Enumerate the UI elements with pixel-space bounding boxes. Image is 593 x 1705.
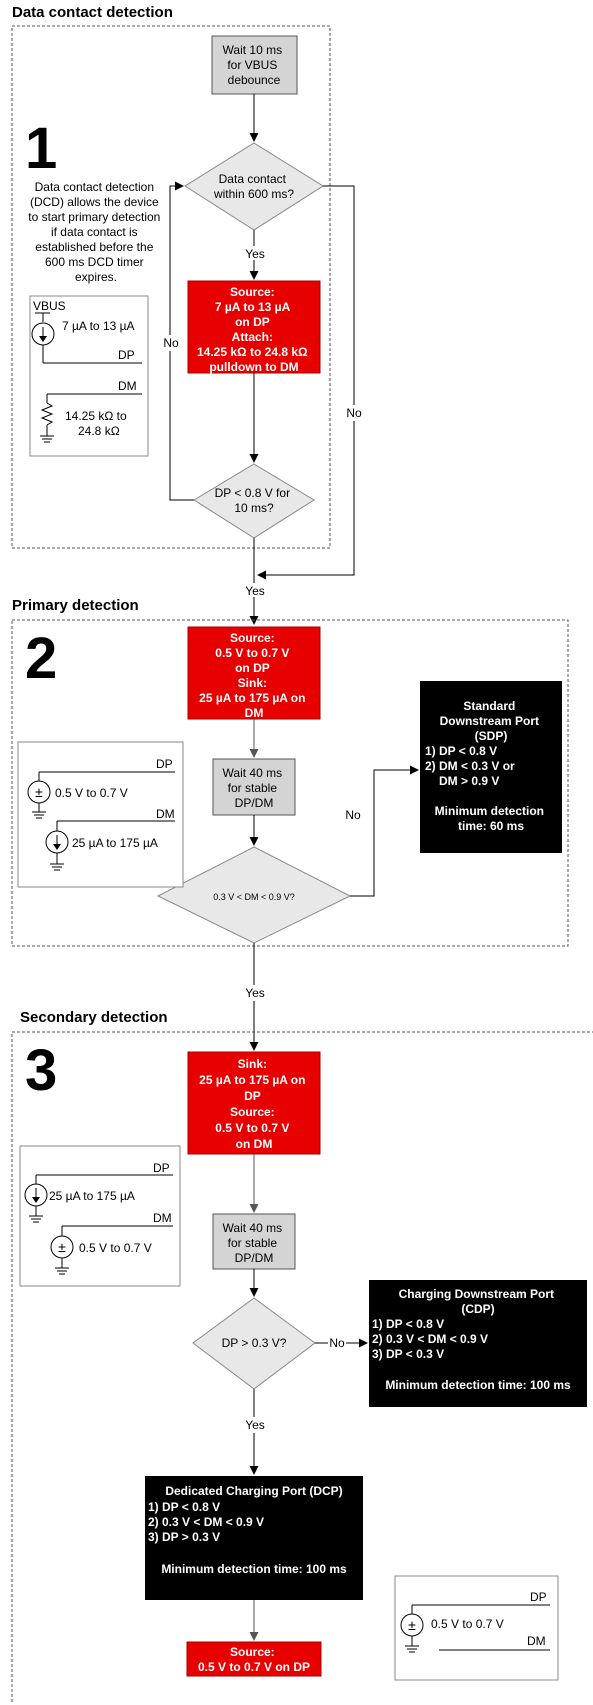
label-no: No xyxy=(346,406,362,420)
svg-text:7 µA to 13 µA: 7 µA to 13 µA xyxy=(62,319,135,333)
dcd-description: Data contact detection (DCD) allows the … xyxy=(28,180,163,284)
svg-text:Wait 40 ms for stable: Wait 40 ms for stable DP/DM xyxy=(223,766,286,810)
box-secondary-sink-source: Sink: 25 µA to 175 µA on DP Source: 0.5 … xyxy=(187,1051,321,1155)
label-no: No xyxy=(329,1336,345,1350)
section-number-2: 2 xyxy=(25,626,57,691)
box-cdp: Charging Downstream Port (CDP) 1) DP < 0… xyxy=(369,1280,587,1407)
svg-text:Dedicated Charging Port (DCP): Dedicated Charging Port (DCP) xyxy=(165,1484,342,1498)
section-title-dcd: Data contact detection xyxy=(12,4,173,21)
section-number-3: 3 xyxy=(25,1038,57,1103)
svg-text:VBUS: VBUS xyxy=(33,299,66,313)
box-dcd-source-attach: Source: 7 µA to 13 µA on DP Attach: 14.2… xyxy=(187,280,321,374)
box-dcp: Dedicated Charging Port (DCP) 1) DP < 0.… xyxy=(145,1476,363,1600)
label-yes: Yes xyxy=(245,247,265,261)
box-wait-vbus-debounce: Wait 10 ms for VBUS debounce xyxy=(211,35,298,95)
decision-data-contact: Data contact within 600 ms? xyxy=(184,142,324,231)
svg-text:0.3 V < DM < 0.9 V?: 0.3 V < DM < 0.9 V? xyxy=(213,892,295,902)
svg-text:DM: DM xyxy=(153,1211,172,1225)
svg-text:Standard Downstream Port: Standard Downstream Port (SDP) xyxy=(440,699,543,743)
svg-text:0.5 V to 0.7 V: 0.5 V to 0.7 V xyxy=(79,1241,152,1255)
svg-text:DP > 0.3 V?: DP > 0.3 V? xyxy=(222,1336,287,1350)
box-wait-stable-b: Wait 40 ms for stable DP/DM xyxy=(212,1213,296,1270)
label-yes: Yes xyxy=(245,584,265,598)
arrow-no-bypass xyxy=(257,185,355,580)
section-frame-secondary xyxy=(11,1031,593,1702)
box-final-source: Source: 0.5 V to 0.7 V on DP xyxy=(186,1641,322,1677)
label-yes: Yes xyxy=(245,1418,265,1432)
decision-dp-above-0-3: DP > 0.3 V? xyxy=(192,1297,316,1390)
section-number-1: 1 xyxy=(25,116,57,181)
svg-text:DM: DM xyxy=(156,807,175,821)
svg-text:Minimum detection time: 100 ms: Minimum detection time: 100 ms xyxy=(385,1378,571,1392)
svg-text:Source: 0.5 V to 0.7 V: Source: 0.5 V to 0.7 V on DP Sink: 25 µA… xyxy=(199,631,309,720)
svg-text:DP: DP xyxy=(156,757,173,771)
svg-text:DM: DM xyxy=(527,1634,546,1648)
svg-text:25 µA to 175 µA: 25 µA to 175 µA xyxy=(49,1189,135,1203)
circuit-secondary: DP 25 µA to 175 µA DM ± 0.5 V to 0.7 V xyxy=(19,1145,181,1287)
circuit-dcd: VBUS 7 µA to 13 µA DP DM 14.25 kΩ to 24.… xyxy=(29,295,149,457)
label-yes: Yes xyxy=(245,986,265,1000)
svg-text:Minimum detection time:: Minimum detection time: 60 ms xyxy=(435,804,548,833)
svg-text:DM: DM xyxy=(118,379,137,393)
svg-text:DP: DP xyxy=(530,1590,547,1604)
svg-text:25 µA to 175 µA: 25 µA to 175 µA xyxy=(72,836,158,850)
box-sdp: Standard Downstream Port (SDP) 1) DP < 0… xyxy=(420,681,562,853)
svg-text:1) DP < 0.8 V 2) DM < 0.: 1) DP < 0.8 V 2) DM < 0.3 V or DM > 0.9 … xyxy=(425,744,518,788)
svg-text:Wait 10 ms for VBUS: Wait 10 ms for VBUS debounce xyxy=(223,43,286,87)
label-no: No xyxy=(345,808,361,822)
section-title-secondary: Secondary detection xyxy=(20,1009,168,1026)
svg-text:1) DP < 0.8 V 2) 0.3 V <: 1) DP < 0.8 V 2) 0.3 V < DM < 0.9 V 3) D… xyxy=(372,1317,491,1361)
decision-dm-range: 0.3 V < DM < 0.9 V? xyxy=(156,846,352,944)
svg-text:Source: 7 µA to 13 µA: Source: 7 µA to 13 µA on DP Attach: 14.2… xyxy=(197,285,311,374)
svg-text:±: ± xyxy=(35,784,43,800)
box-wait-stable-a: Wait 40 ms for stable DP/DM xyxy=(212,758,296,816)
label-no: No xyxy=(163,336,179,350)
decision-dp-below-0-8: DP < 0.8 V for 10 ms? xyxy=(193,463,315,539)
svg-text:24.8 kΩ: 24.8 kΩ xyxy=(78,424,120,438)
svg-text:Sink: 25 µA to 175 µA on: Sink: 25 µA to 175 µA on DP Source: 0.5 … xyxy=(199,1057,309,1151)
svg-text:0.5 V to 0.7 V: 0.5 V to 0.7 V xyxy=(431,1617,504,1631)
svg-text:Source: 0.5 V to 0.7 V o: Source: 0.5 V to 0.7 V on DP xyxy=(198,1645,310,1674)
svg-text:DP: DP xyxy=(118,348,135,362)
circuit-final: DP ± 0.5 V to 0.7 V DM xyxy=(394,1575,559,1681)
svg-text:0.5 V to 0.7 V: 0.5 V to 0.7 V xyxy=(55,786,128,800)
arrow-no-sdp xyxy=(350,765,419,897)
svg-text:DP < 0.8 V for 10 ms?: DP < 0.8 V for 10 ms? xyxy=(215,486,294,515)
box-primary-source-sink: Source: 0.5 V to 0.7 V on DP Sink: 25 µA… xyxy=(187,626,321,720)
svg-text:Minimum detection time: 100 ms: Minimum detection time: 100 ms xyxy=(161,1562,347,1576)
svg-text:±: ± xyxy=(408,1617,416,1633)
svg-text:14.25 kΩ to: 14.25 kΩ to xyxy=(65,409,127,423)
svg-text:Charging Downstream Port: Charging Downstream Port (CDP) xyxy=(399,1287,558,1316)
circuit-primary: DP ± 0.5 V to 0.7 V DM 25 µA to 175 µA xyxy=(17,741,184,888)
section-title-primary: Primary detection xyxy=(12,597,139,614)
svg-text:Data contact within 600: Data contact within 600 ms? xyxy=(213,172,294,201)
section-frame-primary xyxy=(11,619,569,947)
svg-text:DP: DP xyxy=(153,1161,170,1175)
svg-text:Wait 40 ms for stable: Wait 40 ms for stable DP/DM xyxy=(223,1221,286,1265)
svg-text:±: ± xyxy=(58,1239,66,1255)
svg-text:1) DP < 0.8 V 2) 0.3 V <: 1) DP < 0.8 V 2) 0.3 V < DM < 0.9 V 3) D… xyxy=(148,1500,267,1544)
